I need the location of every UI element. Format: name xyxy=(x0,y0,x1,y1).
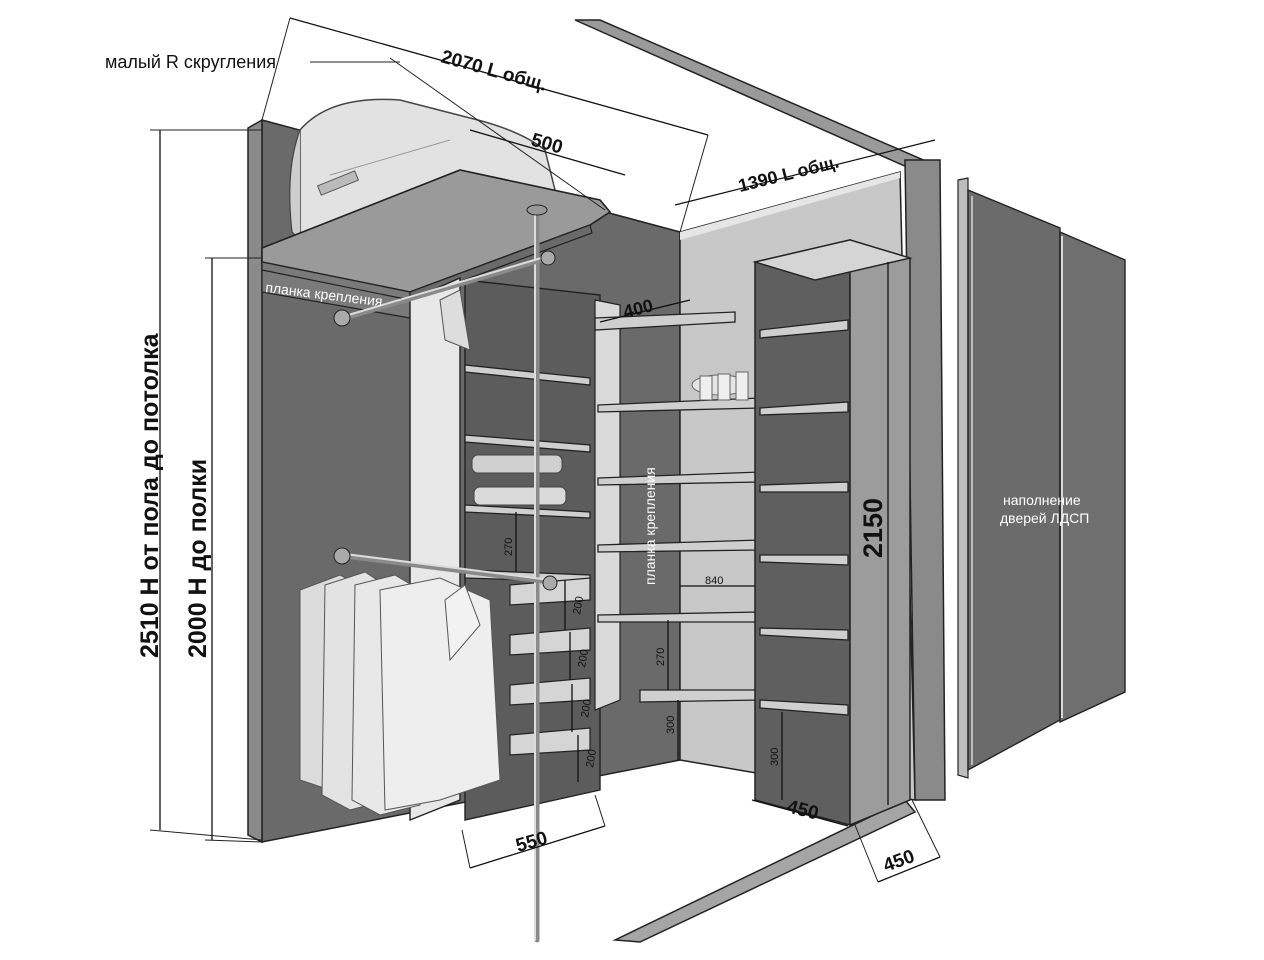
depth-550: 550 xyxy=(514,828,550,857)
gap-270-left: 270 xyxy=(503,538,515,556)
height-floor-ceiling: 2510 Н от пола до потолка xyxy=(136,332,164,658)
gap-300-mid: 300 xyxy=(665,716,677,734)
drawer-200-1: 200 xyxy=(571,595,586,615)
right-cabinet xyxy=(752,238,913,827)
door-fill-line1: наполнение xyxy=(1003,492,1081,508)
left-column xyxy=(409,276,601,822)
middle-shelving xyxy=(594,299,761,711)
drawer-200-3: 200 xyxy=(579,698,594,718)
gap-300-right: 300 xyxy=(769,748,781,766)
total-length-left: 2070 L общ. xyxy=(439,47,549,96)
hanging-clothes xyxy=(299,289,501,816)
depth-450-door: 450 xyxy=(881,846,918,877)
drawer-200-4: 200 xyxy=(584,748,599,768)
dimension-lines xyxy=(149,17,941,883)
radius-note: малый R скругления xyxy=(105,52,276,72)
total-length-right: 1390 L общ. xyxy=(736,152,841,196)
height-to-shelf: 2000 Н до полки xyxy=(184,459,212,658)
shelf-840: 840 xyxy=(705,575,723,587)
cabinet-height: 2150 xyxy=(858,498,888,558)
mount-strip-middle: планка крепления xyxy=(642,467,658,585)
drawer-200-2: 200 xyxy=(576,648,591,668)
rods xyxy=(333,204,558,943)
gap-270-mid: 270 xyxy=(655,648,667,666)
door-fill-line2: дверей ЛДСП xyxy=(1000,510,1089,526)
sliding-doors xyxy=(957,177,1126,779)
room-frame xyxy=(574,19,946,943)
